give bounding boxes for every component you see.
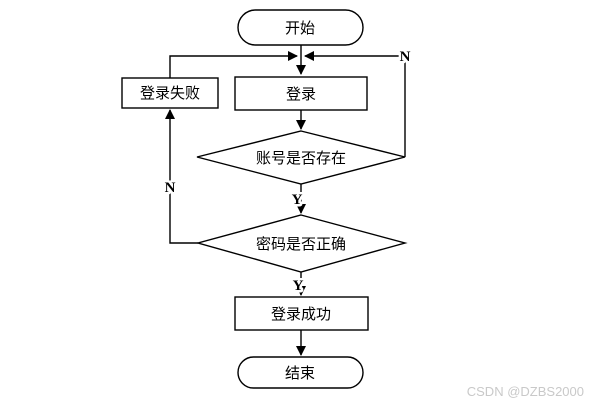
login-fail-label: 登录失败 — [140, 85, 200, 102]
login-label: 登录 — [286, 86, 316, 103]
login-success-process-shape — [234, 296, 369, 331]
node-end: 结束 — [237, 356, 364, 389]
node-check-password: 密码是否正确 — [195, 214, 408, 273]
node-check-account: 账号是否存在 — [196, 130, 406, 185]
branch-labels: N Y N Y — [162, 47, 413, 297]
branch-label-password-no: N — [165, 180, 176, 196]
end-terminator-shape — [237, 356, 364, 389]
start-label: 开始 — [285, 20, 315, 37]
check-account-label: 账号是否存在 — [256, 150, 346, 167]
node-login-fail: 登录失败 — [121, 77, 219, 109]
node-login: 登录 — [234, 76, 368, 111]
check-account-decision-shape — [196, 130, 406, 185]
connectors — [165, 45, 406, 356]
login-success-label: 登录成功 — [271, 306, 331, 323]
csdn-watermark: CSDN @DZBS2000 — [467, 384, 584, 399]
login-fail-process-shape — [121, 77, 219, 109]
node-login-success: 登录成功 — [234, 296, 369, 331]
branch-label-account-no: N — [400, 49, 411, 65]
branch-label-account-yes: Y — [292, 192, 303, 208]
edge-password-no-to-fail — [165, 109, 198, 244]
branch-label-password-yes: Y — [293, 278, 304, 294]
node-start: 开始 — [237, 9, 364, 46]
edge-fail-to-junction — [169, 51, 298, 78]
nodes: 开始 登录失败 登录 账号是否存在 密码是否正确 登录成功 — [121, 9, 408, 389]
check-password-label: 密码是否正确 — [256, 236, 346, 253]
start-terminator-shape — [237, 9, 364, 46]
edge-account-no-to-junction — [304, 51, 406, 157]
login-process-shape — [234, 76, 368, 111]
end-label: 结束 — [285, 365, 315, 382]
check-password-decision-shape — [195, 214, 408, 273]
